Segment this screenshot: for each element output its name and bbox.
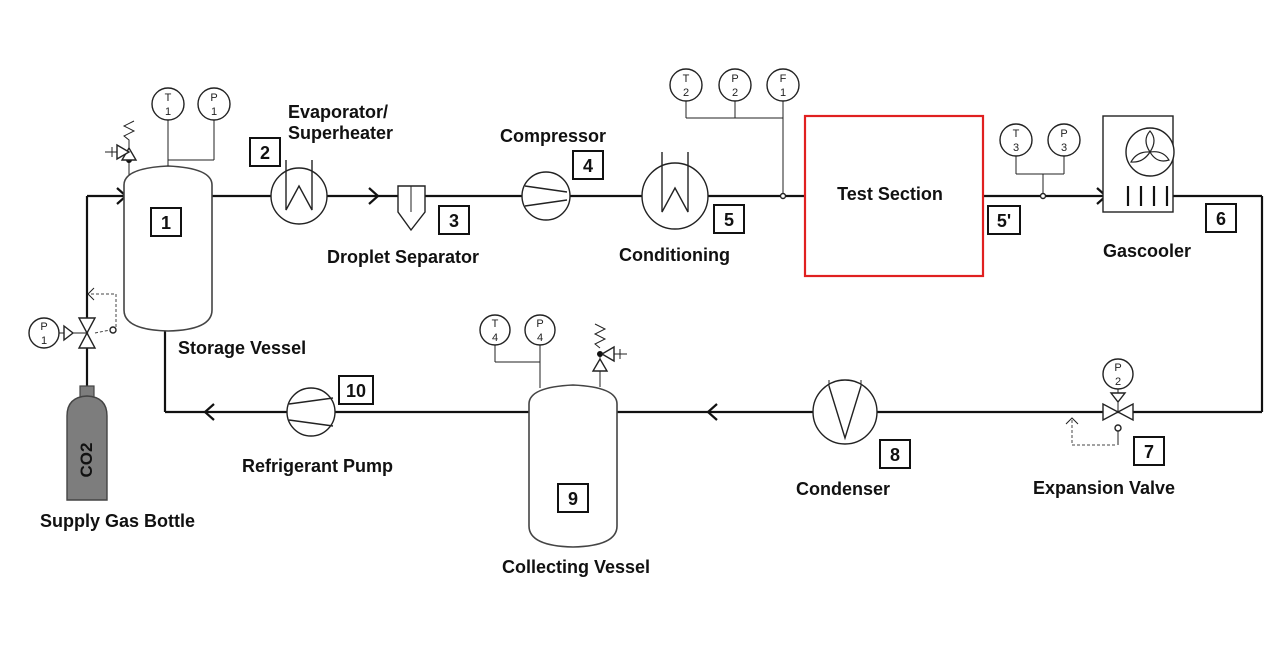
component-number-9: 9 (568, 489, 578, 509)
label-compressor: Compressor (500, 126, 606, 146)
arrow-left-icon (706, 403, 718, 421)
label-test-section: Test Section (837, 184, 943, 204)
label-collecting-vessel: Collecting Vessel (502, 557, 650, 577)
sensor-t2: T 2 (669, 68, 703, 102)
collecting-vessel: 9 (494, 323, 627, 548)
component-number-8: 8 (890, 445, 900, 465)
component-number-2: 2 (260, 143, 270, 163)
droplet-separator: 3 (397, 185, 470, 235)
component-number-4: 4 (583, 156, 593, 176)
component-number-10: 10 (346, 381, 366, 401)
svg-text:T: T (1013, 128, 1020, 140)
svg-text:4: 4 (537, 332, 543, 344)
sensor-p2-valve: P 2 (1102, 358, 1134, 390)
label-conditioning: Conditioning (619, 245, 730, 265)
svg-text:2: 2 (732, 87, 738, 99)
sensor-p2-top: P 2 (718, 68, 752, 102)
sensor-p4: P 4 (524, 314, 556, 346)
supply-valve (63, 287, 117, 349)
svg-text:F: F (780, 73, 787, 85)
sensor-p3: P 3 (1047, 123, 1081, 157)
component-number-1: 1 (161, 213, 171, 233)
component-number-5-prime: 5' (997, 211, 1011, 231)
svg-text:P: P (1060, 128, 1067, 140)
fan-blade-icon (1149, 151, 1170, 162)
component-number-3: 3 (449, 211, 459, 231)
check-valve-icon (600, 345, 615, 363)
arrow-left-icon (203, 403, 215, 421)
fan-blade-icon (1130, 151, 1152, 163)
svg-text:1: 1 (165, 106, 171, 118)
test-section: Test Section (803, 114, 985, 278)
sensor-tap-group-3 (1015, 156, 1065, 200)
svg-text:1: 1 (780, 87, 786, 99)
svg-text:T: T (492, 318, 499, 330)
svg-text:P: P (210, 92, 217, 104)
sensor-t4: T 4 (479, 314, 511, 346)
component-number-7: 7 (1144, 442, 1154, 462)
condenser: 8 (812, 379, 911, 469)
label-evaporator: Evaporator/ (288, 102, 388, 122)
component-number-6: 6 (1216, 209, 1226, 229)
refrigerant-pump: 10 (286, 375, 374, 437)
svg-text:3: 3 (1013, 142, 1019, 154)
label-supply-gas-bottle: Supply Gas Bottle (40, 511, 195, 531)
label-co2: CO2 (77, 443, 96, 478)
label-refrigerant-pump: Refrigerant Pump (242, 456, 393, 476)
label-gascooler: Gascooler (1103, 241, 1191, 261)
svg-text:T: T (165, 92, 172, 104)
svg-text:P: P (1114, 362, 1121, 374)
label-superheater: Superheater (288, 123, 393, 143)
valve-node-icon (597, 351, 603, 357)
arrow-right-icon (368, 187, 380, 205)
gascooler: 6 (1102, 115, 1237, 233)
component-number-5: 5 (724, 210, 734, 230)
label-droplet-separator: Droplet Separator (327, 247, 479, 267)
sensor-tap-group-2 (685, 100, 787, 200)
expansion-valve: 7 (1065, 389, 1165, 466)
label-condenser: Condenser (796, 479, 890, 499)
svg-text:3: 3 (1061, 142, 1067, 154)
label-storage-vessel: Storage Vessel (178, 338, 306, 358)
svg-text:P: P (731, 73, 738, 85)
conditioning-heat-exchanger: 5 (641, 152, 745, 234)
storage-vessel: 1 (105, 120, 215, 332)
compressor: 4 (521, 150, 604, 221)
safety-valve-icon (591, 357, 609, 372)
evaporator-superheater: 2 (249, 137, 328, 225)
sensor-p1-top: P 1 (197, 87, 231, 121)
sensor-p1-left: P 1 (28, 317, 64, 349)
svg-text:2: 2 (1115, 376, 1121, 388)
label-expansion-valve: Expansion Valve (1033, 478, 1175, 498)
svg-text:1: 1 (211, 106, 217, 118)
sensor-f1: F 1 (766, 68, 800, 102)
svg-text:P: P (536, 318, 543, 330)
sensor-t3: T 3 (999, 123, 1033, 157)
svg-text:4: 4 (492, 332, 498, 344)
sensor-t1: T 1 (151, 87, 185, 121)
svg-text:T: T (683, 73, 690, 85)
fan-blade-icon (1145, 130, 1155, 154)
svg-text:P: P (40, 321, 47, 333)
supply-gas-bottle: CO2 (66, 385, 108, 501)
svg-text:1: 1 (41, 335, 47, 347)
svg-text:2: 2 (683, 87, 689, 99)
